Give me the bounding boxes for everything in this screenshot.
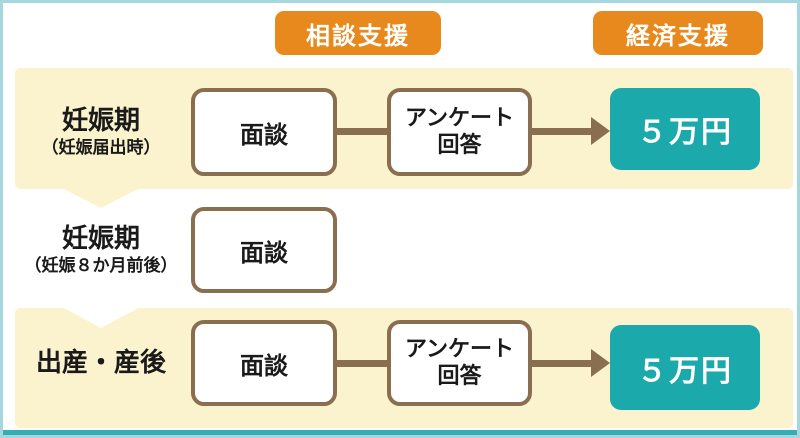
connector-line [333,360,391,367]
payment-label: ５万円 [637,353,733,389]
interview-label: 面談 [240,351,288,380]
flow-down-triangle-icon [62,307,140,328]
arrow-line [528,360,594,367]
payment-box: ５万円 [610,325,760,410]
arrow-head-icon [591,117,610,145]
arrow-line [528,128,594,135]
survey-label-line1: アンケート [404,105,515,131]
interview-label: 面談 [240,238,288,267]
survey-box: アンケート 回答 [387,320,532,406]
interview-box: 面談 [191,88,337,176]
interview-box: 面談 [191,320,337,406]
column-header-economic-support: 経済支援 [593,11,763,55]
stage-label-pregnancy-notification: 妊娠期 （妊娠届出時） [15,88,187,176]
arrow-head-icon [591,349,610,377]
stage-subtitle: （妊娠８か月前後） [24,256,178,277]
interview-box: 面談 [191,207,337,293]
stage-subtitle: （妊娠届出時） [41,138,161,159]
survey-label-line2: 回答 [437,364,482,389]
survey-box: アンケート 回答 [387,88,532,176]
connector-line [333,128,391,135]
interview-label: 面談 [240,120,288,149]
stage-title: 妊娠期 [61,223,140,254]
column-header-consult-support: 相談支援 [275,11,441,55]
stage-label-pregnancy-8-months: 妊娠期 （妊娠８か月前後） [15,207,187,293]
survey-label-line1: アンケート [404,336,515,362]
payment-box: ５万円 [610,88,760,170]
stage-label-birth-postpartum: 出産・産後 [15,320,187,406]
stage-title: 妊娠期 [61,105,140,136]
payment-label: ５万円 [637,115,733,150]
stage-title: 出産・産後 [35,347,166,378]
survey-label-line2: 回答 [437,133,482,158]
flow-down-triangle-icon [62,188,140,208]
bottom-accent-bar [3,430,797,435]
